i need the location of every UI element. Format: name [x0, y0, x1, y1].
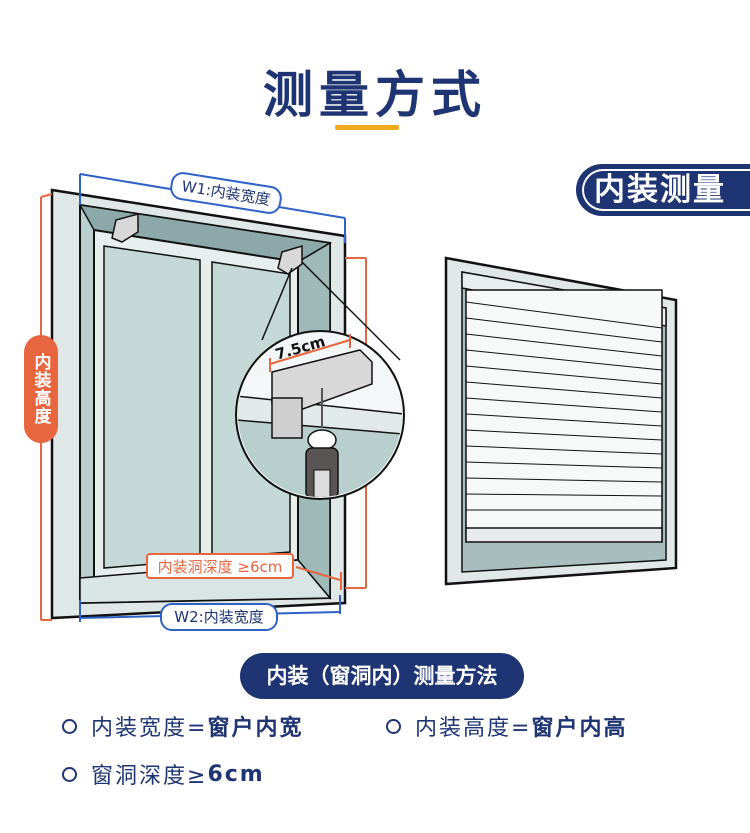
- shade-slats: [465, 301, 663, 511]
- section-badge-border: [582, 169, 750, 211]
- depth-label: 内装洞深度 ≥6cm: [146, 553, 294, 579]
- title-underline: [335, 125, 399, 130]
- right-shade-illustration: [444, 256, 678, 586]
- circle-bullet-icon: [386, 718, 401, 734]
- bullet-height: 内装高度= 窗户内高: [386, 710, 627, 742]
- bullet-depth: 窗洞深度≥ 6cm: [62, 758, 265, 790]
- height-label: 内装高度: [24, 335, 58, 443]
- bullet-width: 内装宽度= 窗户内宽: [62, 710, 303, 742]
- method-title: 内装（窗洞内）测量方法: [240, 653, 524, 699]
- circle-bullet-icon: [62, 718, 77, 734]
- page-title: 测量方式: [263, 66, 487, 124]
- width-label-w2: W2:内装宽度: [160, 603, 278, 631]
- circle-bullet-icon: [62, 766, 77, 782]
- bracket-zoom-callout: [235, 261, 405, 500]
- section-badge: 内装测量: [576, 164, 750, 216]
- left-window-illustration: [50, 188, 347, 620]
